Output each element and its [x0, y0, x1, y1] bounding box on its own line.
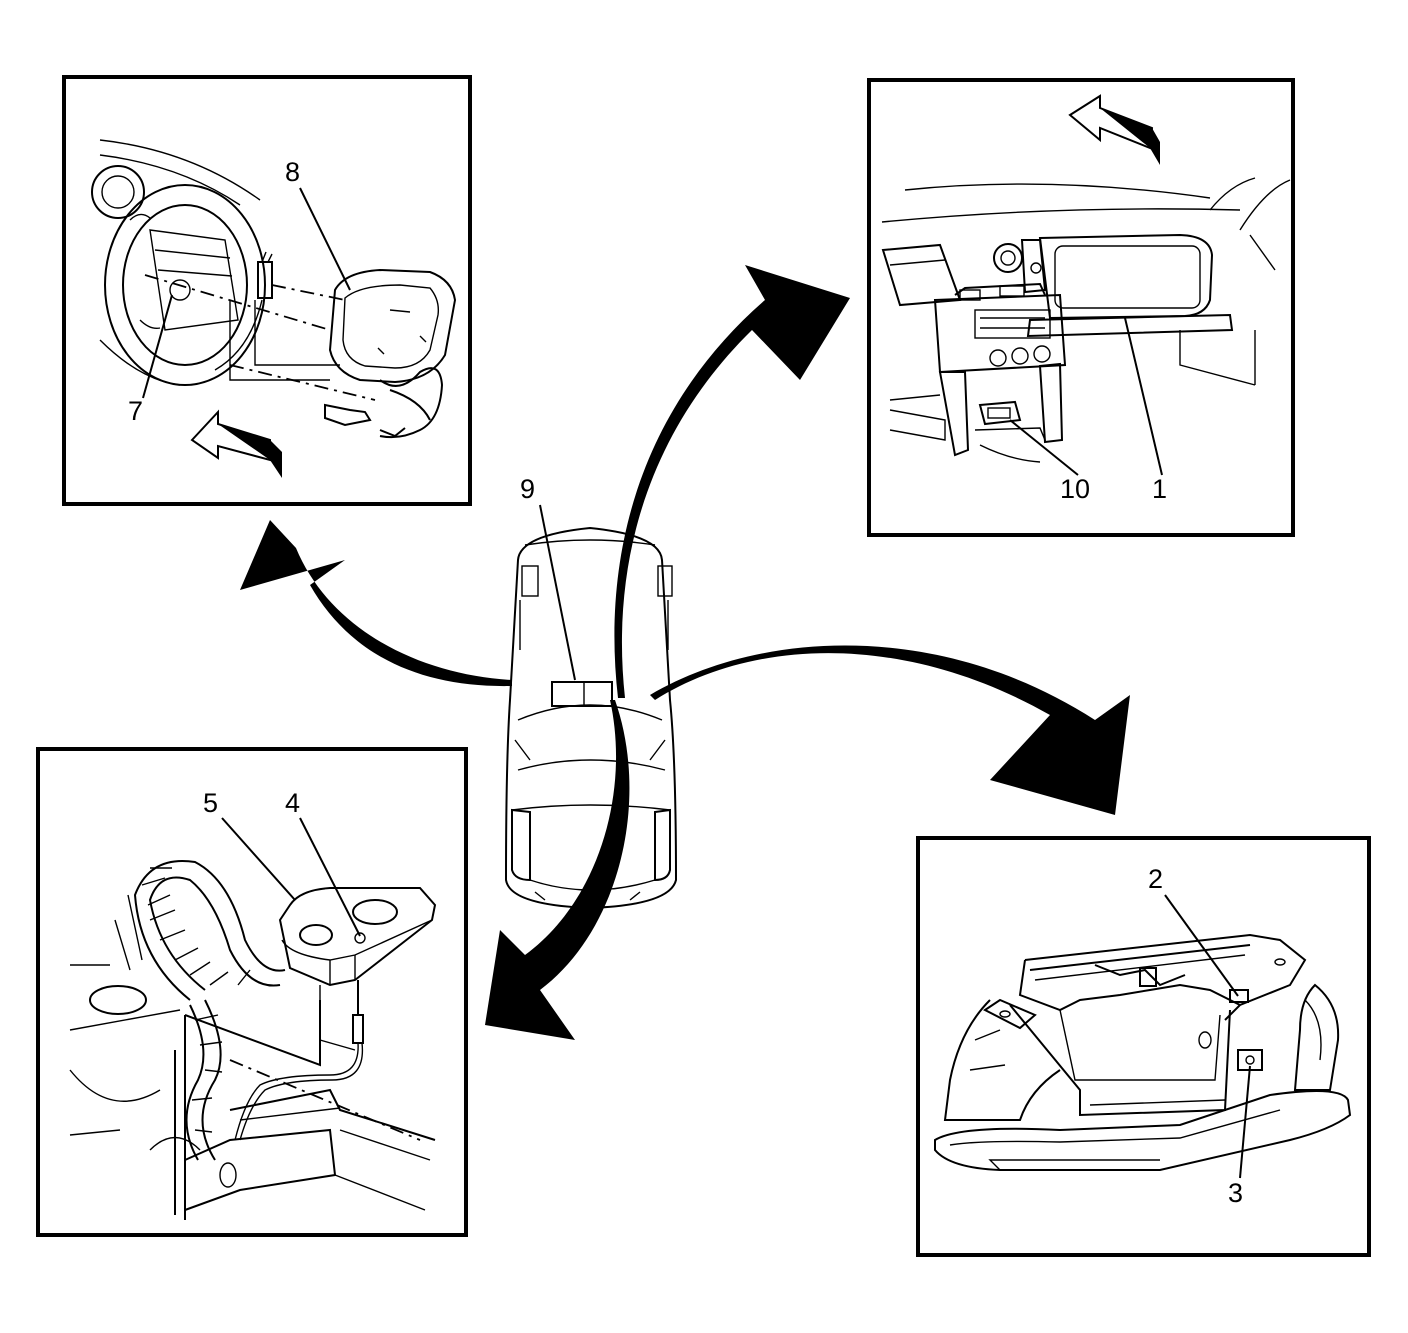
callout-3-label: 3: [1228, 1178, 1243, 1208]
arrow-to-bottom-left-panel: [485, 700, 630, 1040]
arrow-to-top-right-panel: [614, 265, 850, 698]
callout-5-label: 5: [203, 788, 218, 818]
callout-4-label: 4: [285, 788, 300, 818]
callout-7-label: 7: [128, 396, 143, 426]
callout-10-label: 10: [1060, 474, 1090, 504]
callout-9: 9: [520, 474, 576, 681]
callout-2-label: 2: [1148, 864, 1163, 894]
arrow-to-top-left-panel: [240, 520, 512, 687]
callout-8-label: 8: [285, 157, 300, 187]
vehicle-top-view: [504, 526, 678, 910]
panel-seat-sensor: 5 4: [36, 747, 468, 1237]
panel-instrument-panel-module: 10 1: [867, 78, 1295, 537]
arrow-to-bottom-right-panel: [650, 645, 1130, 815]
callout-9-label: 9: [520, 474, 535, 504]
panel-glove-box-module: 2 3: [916, 836, 1371, 1257]
callout-1-label: 1: [1152, 474, 1167, 504]
panel-steering-wheel-module: 8 7: [62, 75, 472, 506]
